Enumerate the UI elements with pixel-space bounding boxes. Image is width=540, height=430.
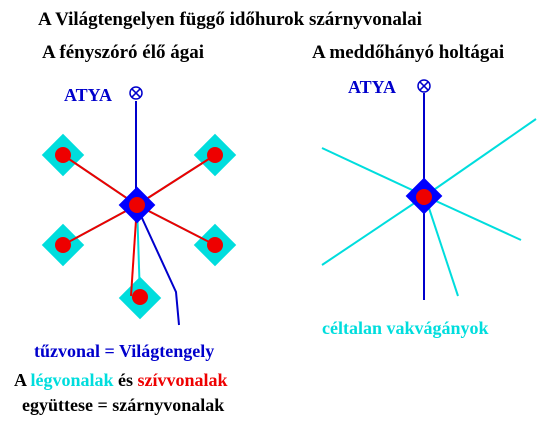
air-lines-left	[62, 154, 216, 299]
center-dot-left	[129, 197, 145, 213]
heart-dots-left	[55, 147, 223, 305]
legend-air-lines: légvonalak	[30, 370, 114, 390]
legend-line: A légvonalak és szívvonalak	[14, 370, 228, 391]
atya-label-right: ATYA	[348, 77, 397, 97]
dead-end-line	[424, 195, 522, 241]
heart-dot	[132, 289, 148, 305]
dead-end-line	[321, 147, 426, 197]
legend-and: és	[118, 370, 134, 390]
dead-end-line	[321, 195, 426, 266]
left-diagram	[41, 86, 237, 326]
dead-end-line	[424, 118, 537, 197]
dead-end-lines	[321, 118, 537, 297]
heart-dot	[55, 237, 71, 253]
heart-dot	[207, 237, 223, 253]
subtitle-dead-branches: A meddőhányó holtágai	[312, 42, 505, 63]
heart-line	[136, 204, 216, 246]
atya-label-left: ATYA	[64, 85, 113, 105]
heart-dot	[55, 147, 71, 163]
legend-sum-line: együttese = szárnyvonalak	[22, 395, 225, 415]
legend-heart-lines: szívvonalak	[137, 370, 228, 390]
dead-end-line	[424, 195, 459, 297]
title: A Világtengelyen függő időhurok szárnyvo…	[38, 9, 422, 30]
right-diagram	[321, 79, 537, 300]
center-dot-right	[416, 189, 432, 205]
heart-line	[62, 204, 138, 246]
heart-dot	[207, 147, 223, 163]
heart-line	[136, 154, 216, 206]
subtitle-living-branches: A fényszóró élő ágai	[42, 42, 205, 63]
axis-lower	[135, 204, 180, 326]
cross-circle-icon	[417, 79, 431, 93]
heart-line	[62, 154, 138, 206]
cross-circle-icon	[129, 86, 143, 100]
legend-prefix: A	[14, 370, 27, 390]
caption-fire-line: tűzvonal = Világtengely	[34, 341, 215, 361]
caption-dead-ends: céltalan vakvágányok	[322, 318, 489, 338]
